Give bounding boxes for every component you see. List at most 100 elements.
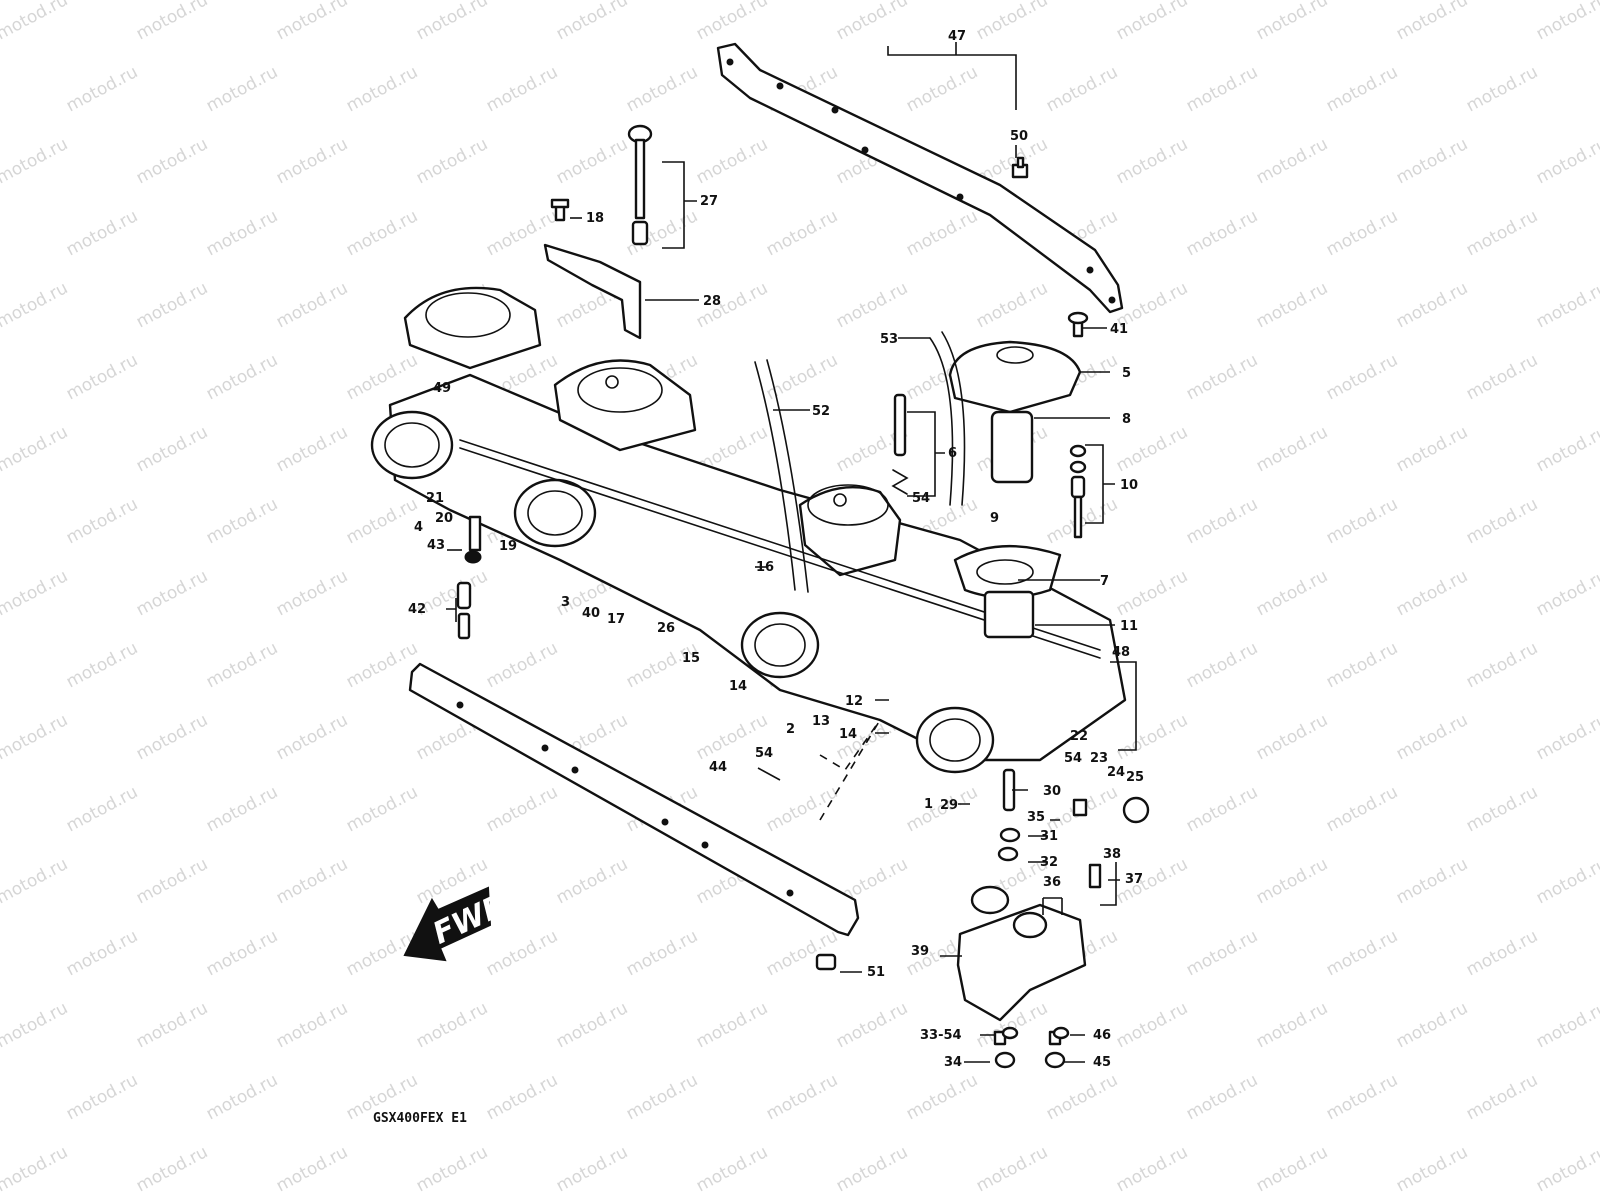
watermark-text: motod.ru (1183, 638, 1261, 692)
watermark-text: motod.ru (1323, 926, 1401, 980)
callout-33-54: 33-54 (920, 1028, 962, 1043)
callout-21: 21 (426, 491, 444, 506)
watermark-text: motod.ru (693, 134, 771, 188)
watermark-text: motod.ru (1463, 782, 1541, 836)
watermark-text: motod.ru (1533, 278, 1600, 332)
callout-46: 46 (1093, 1028, 1111, 1043)
callout-9: 9 (990, 511, 999, 526)
watermark-text: motod.ru (203, 782, 281, 836)
watermark-text: motod.ru (413, 0, 491, 44)
watermark-text: motod.ru (1393, 710, 1471, 764)
watermark-text: motod.ru (1113, 134, 1191, 188)
watermark-text: motod.ru (1183, 206, 1261, 260)
callout-11: 11 (1120, 619, 1138, 634)
forward-arrow-icon (403, 886, 492, 962)
watermark-text: motod.ru (1183, 1070, 1261, 1124)
watermark-text: motod.ru (1043, 1070, 1121, 1124)
callout-20: 20 (435, 511, 453, 526)
watermark-text: motod.ru (973, 278, 1051, 332)
callout-54b: 54 (755, 746, 773, 761)
callout-50: 50 (1010, 129, 1028, 144)
watermark-text: motod.ru (343, 206, 421, 260)
callout-28: 28 (703, 294, 721, 309)
watermark-text: motod.ru (1463, 350, 1541, 404)
callout-1: 1 (924, 797, 933, 812)
watermark-text: motod.ru (273, 278, 351, 332)
watermark-text: motod.ru (1323, 206, 1401, 260)
watermark-text: motod.ru (273, 854, 351, 908)
watermark-text: motod.ru (1393, 998, 1471, 1052)
callout-29: 29 (940, 798, 958, 813)
callout-48: 48 (1112, 645, 1130, 660)
needle-jet-part (891, 393, 909, 495)
watermark-text: motod.ru (1113, 998, 1191, 1052)
screw-50-icon (1011, 156, 1029, 179)
watermark-text: motod.ru (413, 998, 491, 1052)
watermark-text: motod.ru (203, 1070, 281, 1124)
watermark-text: motod.ru (483, 1070, 561, 1124)
watermark-text: motod.ru (0, 782, 1, 836)
watermark-text: motod.ru (553, 1142, 631, 1196)
watermark-text: motod.ru (763, 206, 841, 260)
watermark-text: motod.ru (763, 1070, 841, 1124)
watermark-text: motod.ru (553, 998, 631, 1052)
watermark-text: motod.ru (1253, 134, 1331, 188)
watermark-text: motod.ru (63, 350, 141, 404)
watermark-text: motod.ru (63, 782, 141, 836)
watermark-text: motod.ru (1183, 926, 1261, 980)
watermark-text: motod.ru (1533, 134, 1600, 188)
vent-hose-53-edge (941, 331, 966, 506)
watermark-text: motod.ru (133, 134, 211, 188)
watermark-text: motod.ru (0, 1142, 71, 1196)
watermark-text: motod.ru (1393, 1142, 1471, 1196)
watermark-text: motod.ru (693, 1142, 771, 1196)
watermark-text: motod.ru (1253, 0, 1331, 44)
watermark-text: motod.ru (973, 0, 1051, 44)
watermark-text: motod.ru (0, 62, 1, 116)
watermark-text: motod.ru (1113, 710, 1191, 764)
callout-7: 7 (1100, 574, 1109, 589)
watermark-text: motod.ru (133, 710, 211, 764)
callout-44: 44 (709, 760, 727, 775)
watermark-text: motod.ru (1113, 0, 1191, 44)
watermark-text: motod.ru (0, 206, 1, 260)
adjust-screw-part (543, 124, 653, 340)
watermark-text: motod.ru (1533, 710, 1600, 764)
watermark-text: motod.ru (1533, 998, 1600, 1052)
jet-part-43 (464, 515, 482, 564)
callout-18: 18 (586, 211, 604, 226)
callout-35: 35 (1027, 810, 1045, 825)
watermark-text: motod.ru (623, 926, 701, 980)
callout-2: 2 (786, 722, 795, 737)
watermark-text: motod.ru (1113, 566, 1191, 620)
watermark-text: motod.ru (903, 62, 981, 116)
watermark-text: motod.ru (343, 782, 421, 836)
watermark-text: motod.ru (763, 926, 841, 980)
callout-42: 42 (408, 602, 426, 617)
watermark-text: motod.ru (63, 494, 141, 548)
watermark-text: motod.ru (133, 998, 211, 1052)
watermark-text: motod.ru (1253, 1142, 1331, 1196)
watermark-text: motod.ru (833, 0, 911, 44)
screw-18-icon (550, 198, 570, 222)
jet-part-42 (456, 581, 472, 640)
watermark-text: motod.ru (0, 494, 1, 548)
watermark-text: motod.ru (133, 1142, 211, 1196)
watermark-text: motod.ru (1323, 350, 1401, 404)
watermark-text: motod.ru (273, 710, 351, 764)
watermark-text: motod.ru (0, 0, 71, 44)
callout-25: 25 (1126, 770, 1144, 785)
watermark-text: motod.ru (343, 494, 421, 548)
watermark-text: motod.ru (0, 854, 71, 908)
callout-14a: 14 (729, 679, 747, 694)
callout-22: 22 (1070, 729, 1088, 744)
watermark-text: motod.ru (1393, 566, 1471, 620)
callout-4: 4 (414, 520, 423, 535)
callout-39: 39 (911, 944, 929, 959)
watermark-text: motod.ru (833, 998, 911, 1052)
watermark-text: motod.ru (0, 1070, 1, 1124)
watermark-text: motod.ru (273, 422, 351, 476)
watermark-text: motod.ru (693, 0, 771, 44)
callout-53: 53 (880, 332, 898, 347)
